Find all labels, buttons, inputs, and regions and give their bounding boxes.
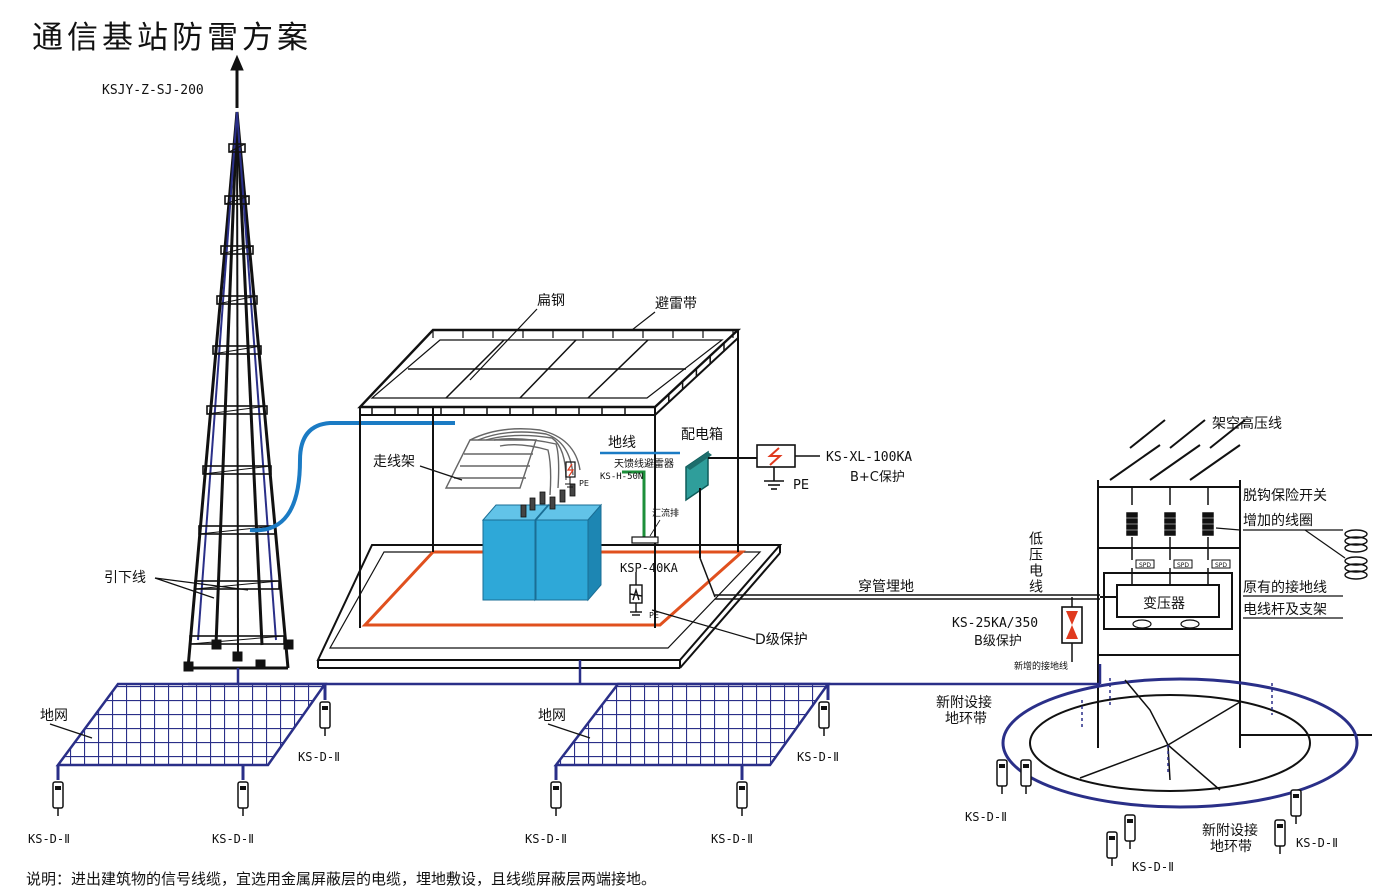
equipment-cabinets <box>481 483 603 602</box>
ground-rod-icon <box>736 781 748 816</box>
low-voltage-line-label: 低压电线 <box>1027 531 1043 595</box>
ground-rod-icon <box>1290 789 1302 824</box>
busbar <box>631 536 659 544</box>
ground-rod-label: KS-D-Ⅱ <box>965 810 1007 824</box>
ground-rod-icon <box>1274 819 1286 854</box>
spd-tag-1: SPD <box>1139 562 1151 569</box>
ground-rod-icon <box>818 701 830 736</box>
ground-rod-label: KS-D-Ⅱ <box>711 832 753 846</box>
spd-tags: SPD SPD SPD <box>1135 559 1231 569</box>
ground-rod-label: KS-D-Ⅱ <box>1296 836 1338 850</box>
pole-label: 电线杆及支架 <box>1243 602 1327 618</box>
ground-rod-label: KS-D-Ⅱ <box>1132 860 1174 874</box>
added-coil-icon <box>1344 529 1368 580</box>
ks-xl-spd <box>756 444 820 490</box>
ground-rod-icon <box>1124 814 1136 849</box>
b-level-spd <box>1061 597 1083 662</box>
page-title: 通信基站防雷方案 <box>32 20 312 56</box>
ground-rod-icon <box>550 781 562 816</box>
b-spd-level-label: B级保护 <box>974 634 1022 649</box>
ground-rod-icon <box>237 781 249 816</box>
spd-tag-2: SPD <box>1177 562 1189 569</box>
added-coil-label: 增加的线圈 <box>1243 513 1313 529</box>
flat-steel-leader <box>469 308 538 381</box>
ground-wire-label: 地线 <box>608 435 636 451</box>
feeder-arrester-model: KS-H-50N <box>600 472 643 482</box>
feeder-cable <box>249 421 455 533</box>
cable-tray-label: 走线架 <box>373 454 415 470</box>
ground-ring-label-2-line1: 新附设接 <box>1202 822 1258 839</box>
cable-tray <box>444 428 581 496</box>
ground-grid-label-2: 地网 <box>538 708 566 724</box>
transformer-pole <box>1097 419 1372 748</box>
ground-ring <box>1001 677 1359 809</box>
buried-label: 穿管埋地 <box>858 579 914 595</box>
distribution-box <box>685 450 757 558</box>
cable-tray-leader <box>419 465 463 481</box>
b-c-protection-label: B+C保护 <box>850 470 905 485</box>
lightning-strip-leader <box>631 311 656 331</box>
d-protection-label: D级保护 <box>755 632 808 648</box>
ground-rod-icon <box>1106 831 1118 866</box>
feeder-arrester <box>565 461 576 488</box>
distribution-box-label: 配电箱 <box>681 427 723 443</box>
ground-rods <box>52 701 1302 866</box>
new-ground-line-label: 新增的接地线 <box>1014 660 1068 672</box>
ground-rod-icon <box>1020 759 1032 794</box>
fuse-switch-label: 脱钩保险开关 <box>1243 488 1327 504</box>
original-ground-label: 原有的接地线 <box>1243 579 1327 596</box>
spd-tag-3: SPD <box>1215 562 1227 569</box>
ground-rod-icon <box>52 781 64 816</box>
ksp-spd <box>629 572 643 616</box>
transformer-label: 变压器 <box>1143 596 1185 612</box>
footnote: 说明：进出建筑物的信号线缆，宜选用金属屏蔽层的电缆，埋地敷设，且线缆屏蔽层两端接… <box>26 870 657 888</box>
ground-ring-label-1-line2: 地环带 <box>945 711 987 727</box>
lightning-strip-label: 避雷带 <box>655 296 697 312</box>
overhead-line-label: 架空高压线 <box>1212 415 1282 432</box>
b-spd-model-label: KS-25KA/350 <box>952 616 1038 631</box>
ksp-model-label: KSP-40KA <box>620 561 679 575</box>
ground-rod-label: KS-D-Ⅱ <box>212 832 254 846</box>
busbar-label: 汇流排 <box>652 507 679 519</box>
pe-small-label-1: PE <box>579 479 589 488</box>
tower-model-label: KSJY-Z-SJ-200 <box>102 83 204 98</box>
ground-grid-left <box>55 682 328 780</box>
communication-tower <box>183 54 294 672</box>
ground-rod-label: KS-D-Ⅱ <box>28 832 70 846</box>
down-conductor-leaders <box>154 577 249 599</box>
pe-small-label-2: PE <box>649 611 659 620</box>
equipment-room <box>316 328 783 669</box>
ground-rod-label: KS-D-Ⅱ <box>298 750 340 764</box>
flat-steel-label: 扁钢 <box>537 293 565 309</box>
ks-xl-model-label: KS-XL-100KA <box>826 450 912 465</box>
feeder-arrester-label: 天馈线避雷器 <box>614 457 674 470</box>
ground-grid-middle <box>553 682 831 780</box>
ground-rod-icon <box>319 701 331 736</box>
ground-rod-labels: KS-D-Ⅱ KS-D-Ⅱ KS-D-Ⅱ KS-D-Ⅱ KS-D-Ⅱ KS-D-Ⅱ KS-D… <box>28 750 1338 874</box>
down-conductor-label: 引下线 <box>104 570 146 586</box>
ground-ring-label-1-line1: 新附设接 <box>936 694 992 711</box>
buried-cable <box>699 557 1100 600</box>
ground-rod-label: KS-D-Ⅱ <box>797 750 839 764</box>
distribution-pe-label: PE <box>793 478 809 493</box>
ground-rod-label: KS-D-Ⅱ <box>525 832 567 846</box>
ground-ring-label-2-line2: 地环带 <box>1210 839 1252 855</box>
ground-wire <box>622 470 646 540</box>
ground-grid-label-1: 地网 <box>40 708 68 724</box>
ground-rod-icon <box>996 759 1008 794</box>
